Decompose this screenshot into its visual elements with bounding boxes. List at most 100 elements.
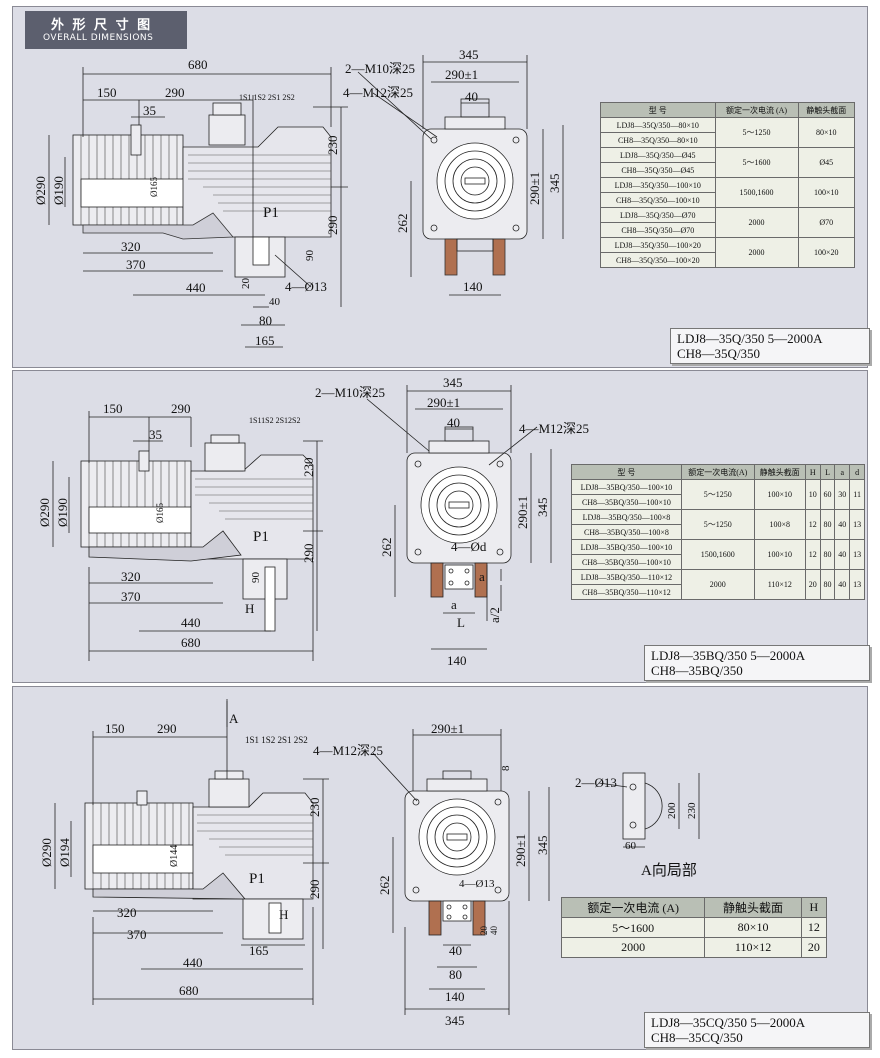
label-p1: P1 (263, 205, 279, 221)
l-cell: 60 (819, 479, 836, 510)
a-cell: 40 (834, 539, 851, 570)
dim-150: 150 (97, 85, 117, 100)
dim-230: 230 (325, 136, 340, 156)
h-cell: 20 (800, 937, 828, 958)
front-dim-140: 140 (447, 653, 467, 668)
model-cell: CH8—35Q/350—80×10 (600, 132, 716, 148)
col-section: 静触头截面 (753, 464, 806, 480)
col-a: a (834, 464, 851, 480)
section-cell: 100×10 (753, 539, 806, 570)
h-cell: 10 (804, 479, 821, 510)
dim-35: 35 (143, 103, 156, 118)
front-dim-140: 140 (445, 989, 465, 1004)
model-cell: LDJ8—35Q/350—Ø70 (600, 207, 716, 223)
model-line1: LDJ8—35Q/350 5—2000A (677, 331, 823, 346)
dim-165: 165 (255, 333, 275, 348)
terminal-labels: 1S11S2 2S12S2 (249, 416, 301, 425)
panel-bq-type: 150 290 35 1S11S2 2S12S2 230 290 Ø290 Ø1… (12, 370, 870, 683)
dim-370: 370 (121, 589, 141, 604)
dim-a-half: a/2 (487, 607, 502, 623)
front-dim-40: 40 (449, 943, 462, 958)
model-cell: LDJ8—35BQ/350—100×10 (571, 539, 682, 555)
dim-290-vertical: 290 (301, 544, 316, 564)
dim-phi190: Ø190 (55, 498, 70, 527)
col-model: 型 号 (600, 102, 716, 118)
header-title-cn: 外 形 尺 寸 图 (51, 18, 153, 33)
current-cell: 5～1250 (680, 509, 755, 540)
av-dim-200: 200 (666, 802, 678, 819)
section-cell: 100×10 (753, 479, 806, 510)
label-p1: P1 (249, 871, 265, 887)
front-dim-290pm: 290±1 (445, 67, 478, 82)
col-h: H (804, 464, 821, 480)
table-row: CH8—35Q/350—100×20 (600, 252, 855, 268)
front-dim-40: 40 (447, 415, 460, 430)
dim-440: 440 (186, 280, 206, 295)
dim-150: 150 (105, 721, 125, 736)
model-label-bq: LDJ8—35BQ/350 5—2000A CH8—35BQ/350 (644, 645, 870, 681)
dim-440: 440 (183, 955, 203, 970)
terminal-labels: 1S1 1S2 2S1 2S2 (239, 93, 295, 102)
dim-230: 230 (307, 798, 322, 818)
dim-l: L (457, 615, 465, 630)
model-cell: CH8—35Q/350—Ø70 (600, 222, 716, 238)
model-line2: CH8—35BQ/350 (651, 663, 743, 678)
front-dim-40-small: 40 (489, 926, 499, 936)
dim-phi190: Ø190 (51, 176, 66, 205)
panel-cq-type: A 150 290 1S1 1S2 2S1 2S2 230 290 Ø290 Ø… (12, 686, 870, 1050)
model-line1: LDJ8—35CQ/350 5—2000A (651, 1015, 806, 1030)
current-cell: 2000 (714, 207, 799, 238)
front-dim-345: 345 (459, 47, 479, 62)
dim-20: 20 (240, 278, 252, 290)
dim-35: 35 (149, 427, 162, 442)
av-dim-60: 60 (625, 840, 637, 852)
front-dim-345-vertical: 345 (535, 836, 550, 856)
a-cell: 40 (834, 509, 851, 540)
front-dim-290pm: 290±1 (431, 721, 464, 736)
front-dim-290-vertical: 290±1 (515, 496, 530, 529)
dim-phi165: Ø165 (149, 177, 159, 197)
model-cell: LDJ8—35Q/350—80×10 (600, 117, 716, 133)
front-dim-290-vertical: 290±1 (527, 172, 542, 205)
dim-phi165: Ø165 (155, 503, 165, 523)
dim-680: 680 (179, 983, 199, 998)
model-line2: CH8—35CQ/350 (651, 1030, 743, 1045)
section-cell: Ø45 (797, 147, 856, 178)
l-cell: 80 (819, 569, 836, 600)
terminal-labels: 1S1 1S2 2S1 2S2 (245, 735, 308, 745)
dim-phi194: Ø194 (57, 838, 72, 867)
dim-290-vertical: 290 (325, 216, 340, 236)
dim-90: 90 (304, 250, 316, 262)
a-view-detail (622, 772, 646, 840)
d-cell: 13 (849, 509, 865, 540)
dim-a: a (479, 569, 485, 584)
dim-370: 370 (127, 927, 147, 942)
col-current: 额定一次电流 (A) (714, 102, 799, 118)
hole-label: 4—Ø13 (459, 878, 495, 890)
model-cell: CH8—35BQ/350—110×12 (571, 584, 682, 600)
col-model: 型 号 (571, 464, 682, 480)
front-dim-345: 345 (445, 1013, 465, 1028)
m10-label: 2—M10深25 (315, 385, 385, 400)
section-cell: 100×20 (797, 237, 856, 268)
dim-370: 370 (126, 257, 146, 272)
front-dim-40: 40 (465, 89, 478, 104)
d-cell: 13 (849, 569, 865, 600)
dim-440: 440 (181, 615, 201, 630)
col-d: d (849, 464, 865, 480)
l-cell: 80 (819, 509, 836, 540)
model-line2: CH8—35Q/350 (677, 346, 761, 361)
dim-165: 165 (249, 943, 269, 958)
current-cell: 1500,1600 (680, 539, 755, 570)
front-dim-262: 262 (377, 876, 392, 896)
front-dim-345-vertical: 345 (535, 498, 550, 518)
dim-90: 90 (250, 572, 262, 584)
section-cell: 100×10 (797, 177, 856, 208)
